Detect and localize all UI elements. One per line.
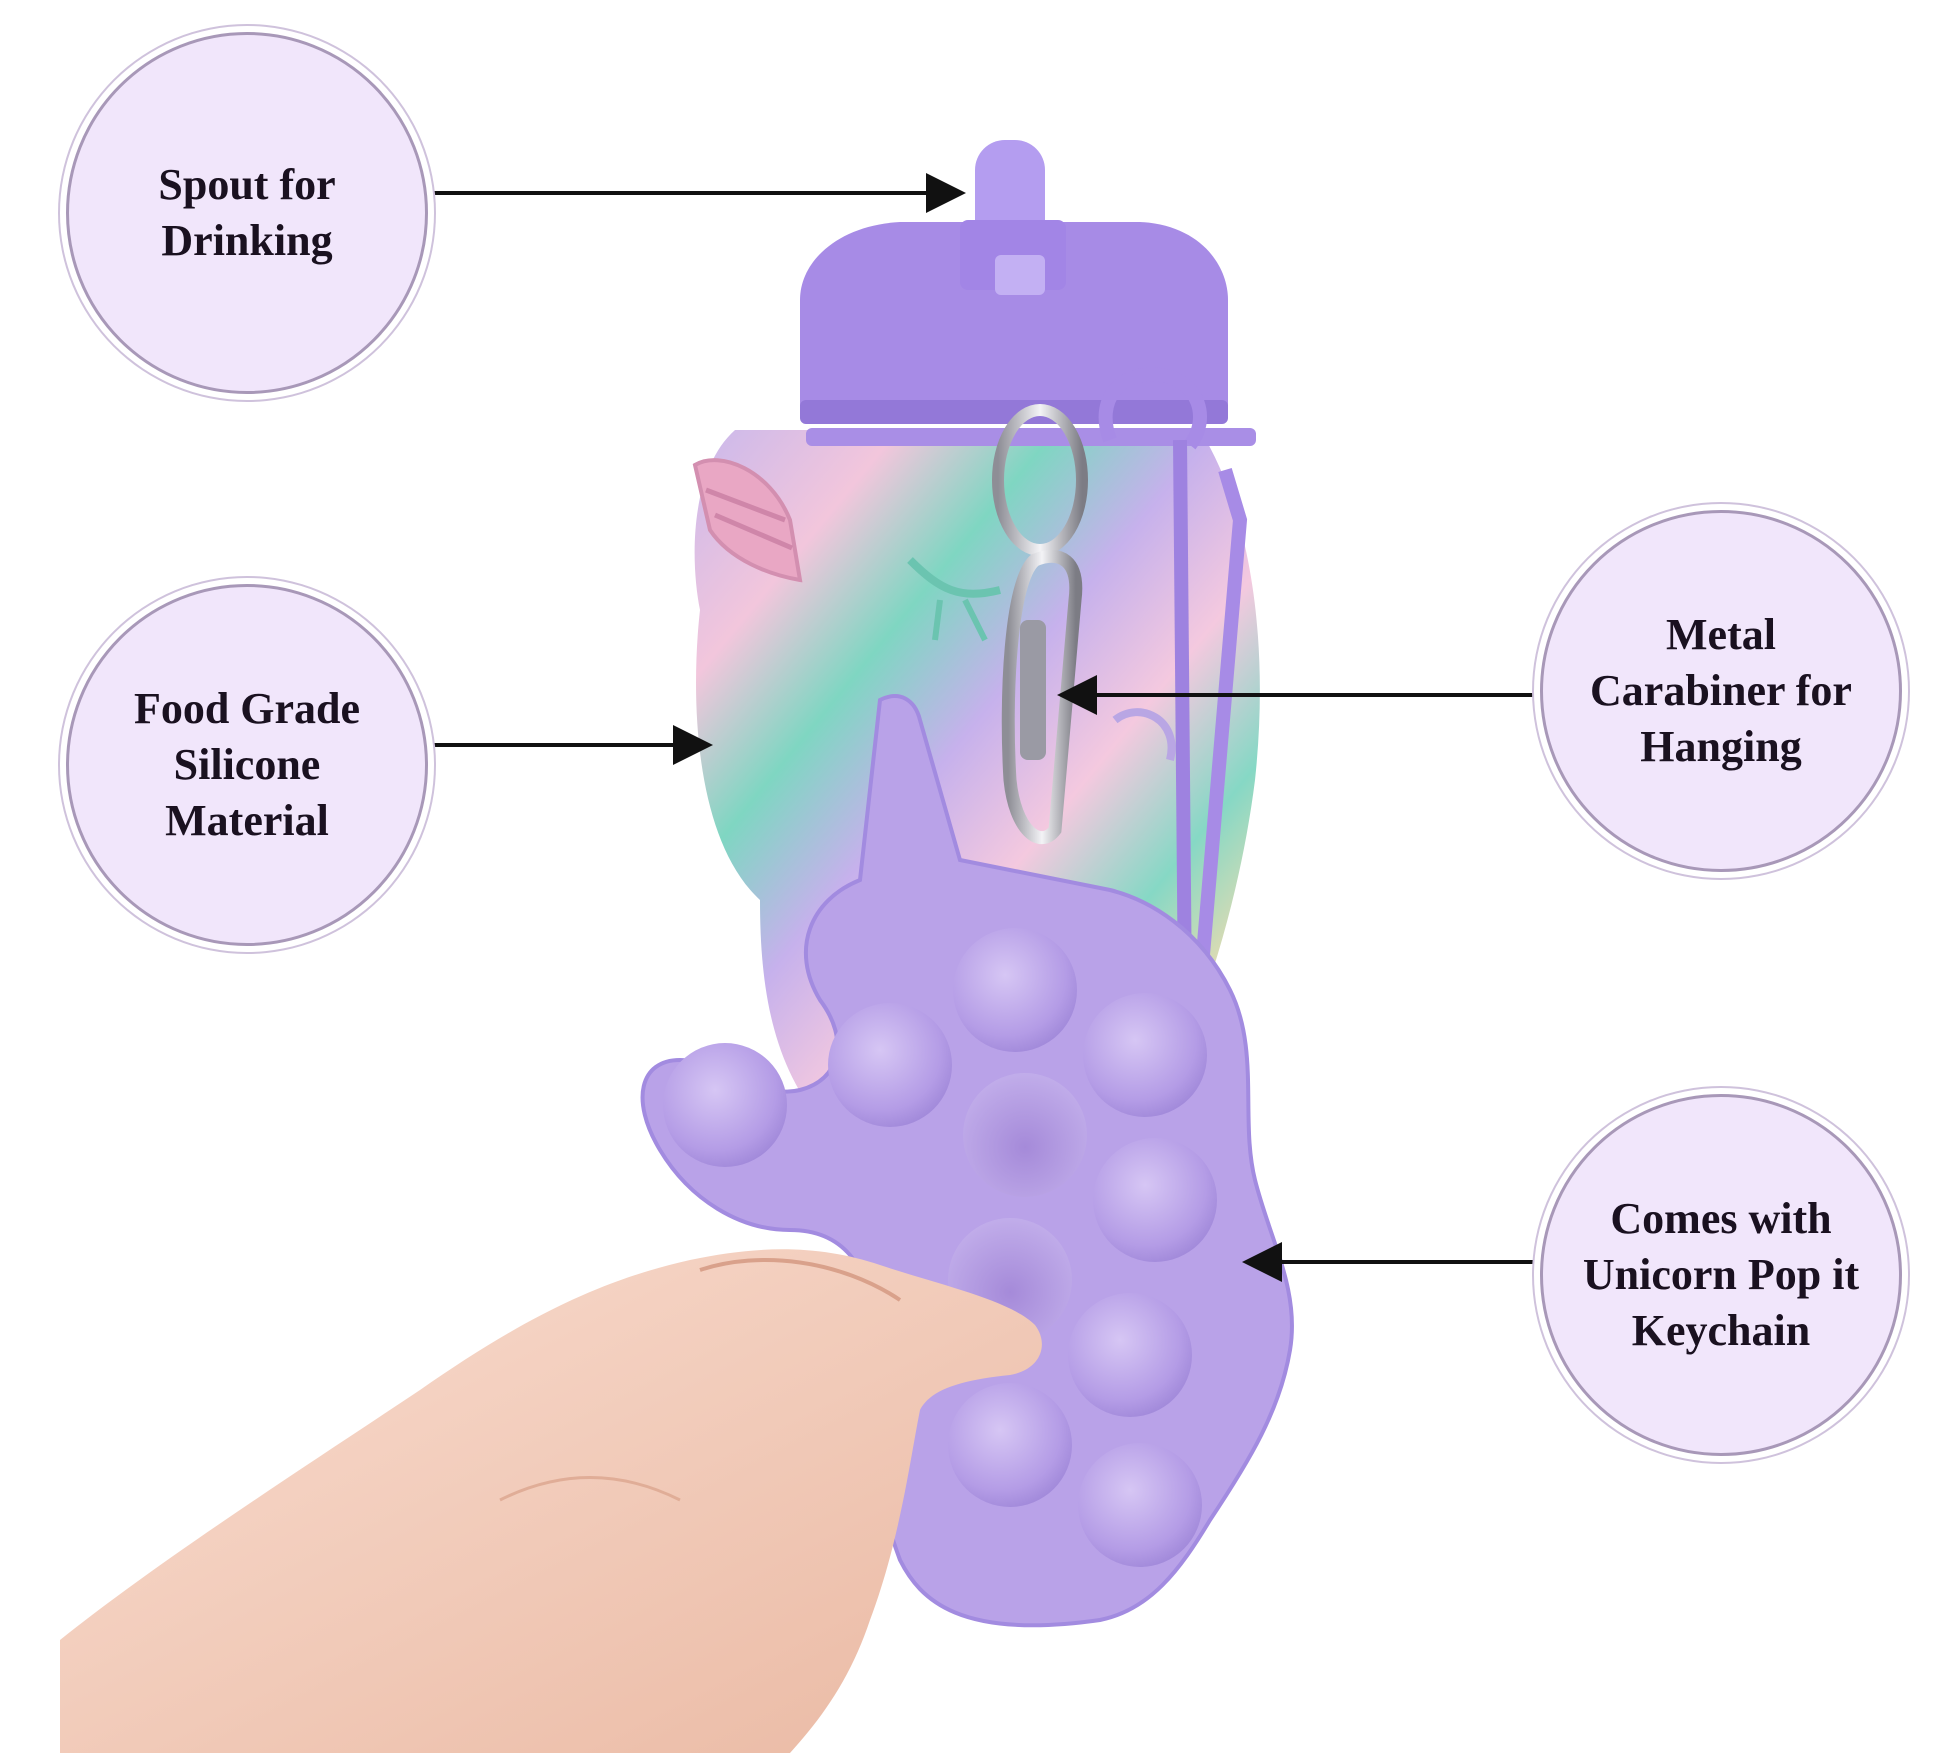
horn-icon: [692, 458, 803, 583]
pop-bubble: [663, 1043, 787, 1167]
carabiner: [992, 404, 1088, 845]
callout-carabiner-text: Metal Carabiner for Hanging: [1590, 610, 1852, 771]
callout-silicone: Food Grade Silicone Material: [66, 584, 428, 946]
unicorn-popit-keychain: [640, 694, 1294, 1628]
pop-bubble: [1093, 1138, 1217, 1262]
pop-bubble: [1083, 993, 1207, 1117]
callout-keychain-text: Comes with Unicorn Pop it Keychain: [1582, 1194, 1860, 1355]
callout-spout-text: Spout for Drinking: [158, 160, 336, 265]
callout-keychain: Comes with Unicorn Pop it Keychain: [1540, 1094, 1902, 1456]
pop-bubble: [1068, 1293, 1192, 1417]
pop-bubble: [828, 1003, 952, 1127]
pop-bubble: [1078, 1443, 1202, 1567]
pop-bubble: [963, 1073, 1087, 1197]
callout-carabiner: Metal Carabiner for Hanging: [1540, 510, 1902, 872]
callout-silicone-text: Food Grade Silicone Material: [133, 684, 361, 845]
callout-spout: Spout for Drinking: [66, 32, 428, 394]
hand: [60, 1249, 1042, 1753]
pop-bubble: [953, 928, 1077, 1052]
pop-bubble: [948, 1383, 1072, 1507]
bottle-lid: [800, 140, 1256, 1001]
